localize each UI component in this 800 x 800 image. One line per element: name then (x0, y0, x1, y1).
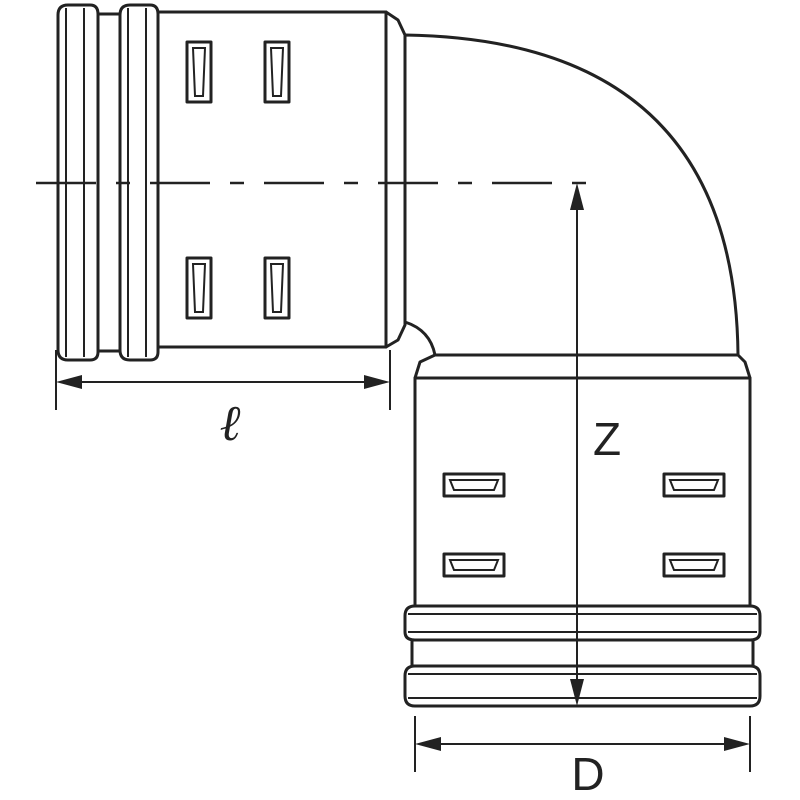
left-socket (56, 3, 407, 362)
bottom-socket (403, 353, 762, 708)
arrowhead-right (364, 375, 390, 389)
bottom-socket-window-4 (662, 552, 726, 578)
arrowhead-bottom (570, 679, 584, 706)
bottom-socket-body (413, 376, 752, 608)
bottom-socket-collar (413, 353, 752, 380)
bottom-socket-window-3 (442, 552, 506, 578)
length-dimension (55, 350, 391, 410)
left-socket-collar (384, 10, 407, 349)
left-socket-body (148, 10, 388, 349)
arrowhead-right (724, 737, 750, 751)
bottom-socket-end-ring (403, 664, 762, 708)
z-dimension (570, 183, 584, 706)
left-socket-second-ring (118, 3, 160, 362)
diameter-label: D (571, 748, 604, 800)
left-socket-window-4 (263, 256, 291, 320)
bottom-socket-groove (410, 638, 755, 668)
bottom-socket-window-1 (442, 472, 506, 498)
left-socket-window-1 (185, 40, 213, 104)
elbow-bend (403, 33, 740, 357)
diameter-dimension (414, 716, 751, 772)
bottom-socket-upper-ring (403, 604, 762, 642)
arrowhead-top (570, 183, 584, 210)
arrowhead-left (56, 375, 82, 389)
left-socket-window-3 (185, 256, 213, 320)
arrowhead-left (415, 737, 441, 751)
z-label: Z (593, 413, 621, 465)
length-label: ℓ (220, 394, 241, 452)
left-socket-window-2 (263, 40, 291, 104)
bottom-socket-window-2 (662, 472, 726, 498)
